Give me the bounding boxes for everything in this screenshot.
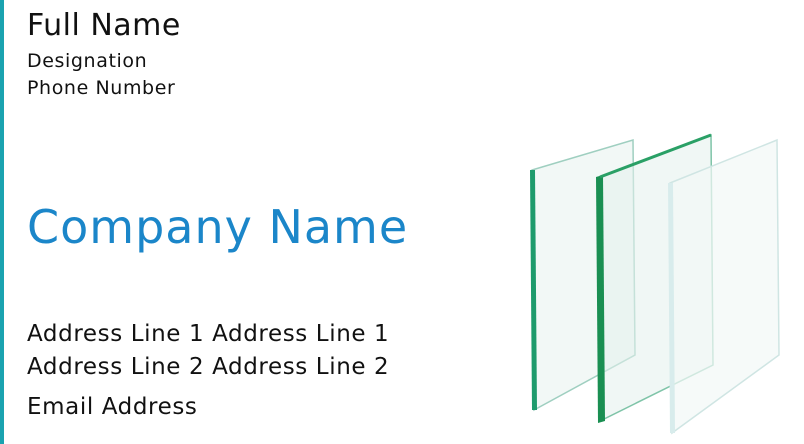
- glass-panel-front: [668, 138, 780, 435]
- email-address: Email Address: [27, 394, 198, 420]
- address-line-1: Address Line 1 Address Line 1: [27, 321, 390, 347]
- designation: Designation: [27, 50, 148, 72]
- company-name: Company Name: [27, 200, 409, 254]
- phone-number: Phone Number: [27, 77, 176, 99]
- full-name: Full Name: [27, 8, 181, 43]
- address-line-2: Address Line 2 Address Line 2: [27, 354, 390, 380]
- glass-panels-icon: [530, 133, 780, 435]
- accent-bar: [0, 0, 4, 444]
